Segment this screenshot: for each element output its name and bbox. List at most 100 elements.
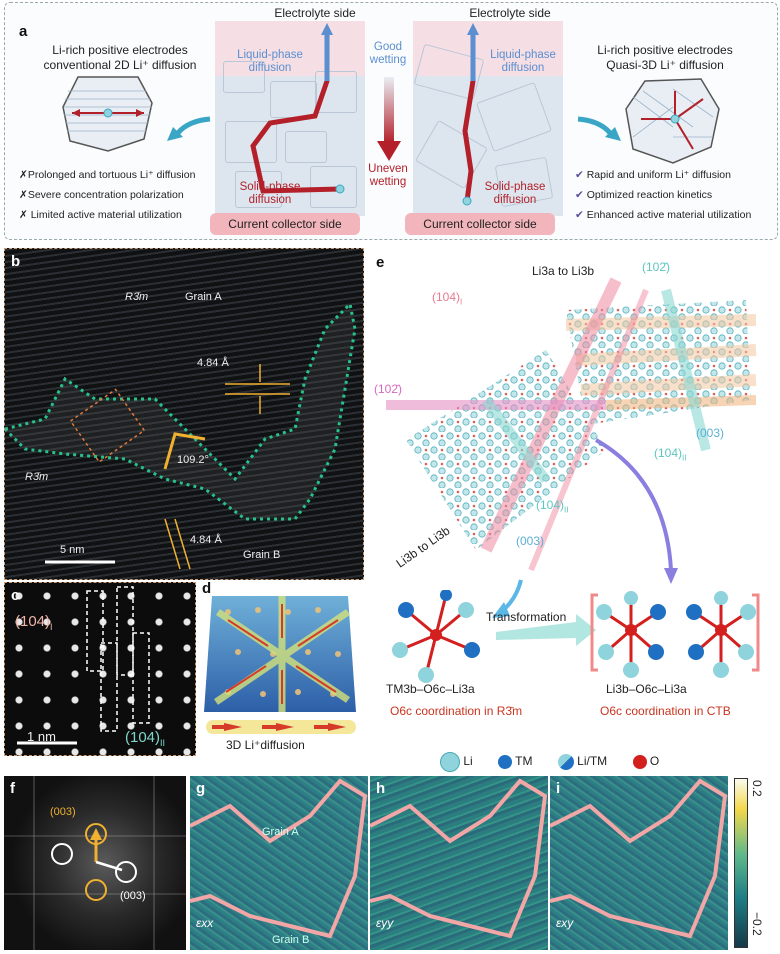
panel-a: a Li-rich positive electrodes convention…	[4, 2, 778, 240]
coordination-diagrams	[392, 590, 760, 683]
right-list-item: ✔ Optimized reaction kinetics	[575, 189, 713, 201]
right-title-block: Li-rich positive electrodes Quasi-3D Li⁺…	[575, 43, 755, 73]
grain-outline-h	[370, 778, 548, 939]
plane-104-ii-right: (104)II	[654, 446, 687, 463]
panel-i-letter: i	[556, 780, 561, 797]
panel-e: e Li3a to Li3b (102̄) (104)I (102̄) (003…	[366, 250, 776, 756]
legend-label-litm: Li/TM	[577, 754, 608, 769]
left-list-item: ✗ Limited active material utilization	[19, 209, 182, 221]
wetting-arrow-icon	[377, 77, 401, 161]
scale-bar-label-c: 1 nm	[27, 729, 56, 744]
octahedron-ctb-1	[590, 591, 666, 678]
right-solid-label: Solid-phase diffusion	[484, 181, 546, 206]
panel-b: b R3̄m Grain A 4.84 Å 109.2° R3̄m 4.84 Å…	[4, 248, 364, 580]
tm-legend-icon	[498, 755, 513, 769]
check-icon: ✔	[575, 189, 587, 201]
panel-b-letter: b	[11, 253, 21, 270]
legend-label-li: Li	[463, 754, 473, 769]
left-formula: TM3b–O6c–Li3a	[386, 682, 475, 696]
left-title-block: Li-rich positive electrodes conventional…	[35, 43, 205, 73]
grain-a-label: Grain A	[185, 291, 222, 303]
plane-10-2-left: (102̄)	[374, 382, 403, 396]
panel-h-letter: h	[376, 780, 386, 797]
angle-label: 109.2°	[177, 454, 209, 466]
plane-104-ii: (104)II	[125, 729, 166, 748]
grain-outline-g	[190, 778, 368, 939]
atom-legend: Li TM Li/TM O	[440, 752, 770, 772]
left-electrolyte-label: Electrolyte side	[274, 6, 356, 20]
grain-b-label-g: Grain B	[272, 934, 310, 946]
diffusion-caption: 3D Li⁺diffusion	[226, 738, 305, 752]
strain-colorbar	[734, 778, 748, 948]
legend-label-tm: TM	[515, 754, 533, 769]
panel-g: g Grain A Grain B εxx	[190, 776, 368, 950]
left-solid-label: Solid-phase diffusion	[239, 181, 301, 206]
grain-boundary-overlay	[5, 300, 357, 570]
grain-b-label: Grain B	[243, 549, 281, 561]
left-collector: Current collector side	[210, 213, 360, 235]
plane-10-2-top: (102̄)	[642, 260, 671, 274]
left-title: Li-rich positive electrodes	[52, 43, 188, 57]
li-tm-legend-icon	[557, 754, 574, 770]
crystal-structure-diagram	[386, 277, 757, 618]
strain-label-g: εxx	[196, 916, 214, 930]
fft-spot-label-1: (003)	[50, 806, 76, 818]
right-list-item: ✔ Enhanced active material utilization	[575, 209, 752, 221]
plane-104-ii-bottom: (104)II	[536, 498, 569, 515]
plane-104-i-e: (104)I	[432, 290, 463, 307]
panel-f: f (003) (003)	[4, 776, 186, 950]
spacing-label-1: 4.84 Å	[197, 357, 229, 369]
legend-label-o: O	[649, 754, 660, 769]
panel-c: c (104)I (104)II 1 nm	[4, 582, 196, 756]
panel-h: h εyy	[370, 776, 548, 950]
octahedron-r3m	[392, 590, 480, 683]
panel-f-letter: f	[10, 780, 15, 797]
panel-d: d 3D Li⁺diffusion	[198, 580, 362, 754]
right-subtitle: Quasi-3D Li⁺ diffusion	[606, 58, 724, 72]
right-electrode-column	[413, 21, 563, 216]
left-electrode-column	[215, 21, 365, 216]
plane-003-right: (003)	[696, 426, 725, 440]
left-caption: O6c coordination in R3̄m	[390, 704, 523, 718]
phase-label-top: R3̄m	[125, 291, 149, 303]
strain-label-i: εxy	[556, 916, 574, 930]
left-list-item: ✗Prolonged and tortuous Li⁺ diffusion	[19, 169, 196, 181]
cross-icon: ✗	[19, 189, 28, 201]
left-list: ✗Prolonged and tortuous Li⁺ diffusion ✗S…	[19, 165, 195, 225]
left-subtitle: conventional 2D Li⁺ diffusion	[43, 58, 197, 72]
right-caption: O6c coordination in CTB	[600, 704, 731, 718]
right-list-item: ✔ Rapid and uniform Li⁺ diffusion	[575, 169, 731, 181]
grain-a-label-g: Grain A	[262, 826, 299, 838]
check-icon: ✔	[575, 169, 587, 181]
right-collector: Current collector side	[405, 213, 555, 235]
grain-outline-i	[550, 778, 728, 939]
right-arrow-icon	[577, 116, 621, 141]
cross-icon: ✗	[19, 169, 28, 181]
plane-003-bottom: (003)	[516, 534, 545, 548]
check-icon: ✔	[575, 209, 587, 221]
li3a-to-li3b-label: Li3a to Li3b	[532, 264, 595, 278]
left-crystal-icon	[62, 76, 153, 152]
right-title: Li-rich positive electrodes	[597, 43, 733, 57]
colorbar-min: −0.2	[750, 912, 764, 936]
left-liquid-label: Liquid-phase diffusion	[237, 49, 303, 74]
panel-i: i εxy	[550, 776, 728, 950]
right-list: ✔ Rapid and uniform Li⁺ diffusion ✔ Opti…	[575, 165, 751, 225]
phase-label-left: R3̄m	[25, 471, 49, 483]
strain-label-h: εyy	[376, 916, 394, 930]
fft-spot-label-2: (003)	[120, 890, 146, 902]
panel-a-letter: a	[19, 23, 28, 40]
o-legend-icon	[632, 755, 647, 769]
transformation-label: Transformation	[486, 610, 567, 624]
panel-c-letter: c	[11, 587, 20, 604]
left-list-item: ✗Severe concentration polarization	[19, 189, 184, 201]
diffusion-surface-plot	[204, 596, 356, 734]
left-arrow-icon	[167, 116, 211, 141]
cross-icon: ✗	[19, 209, 31, 221]
panel-e-letter: e	[376, 254, 385, 271]
good-wetting-label: Good wetting	[369, 41, 407, 66]
plane-104-i: (104)I	[15, 613, 53, 632]
panel-d-letter: d	[202, 580, 212, 597]
panel-g-letter: g	[196, 780, 206, 797]
li-legend-icon	[440, 752, 460, 772]
